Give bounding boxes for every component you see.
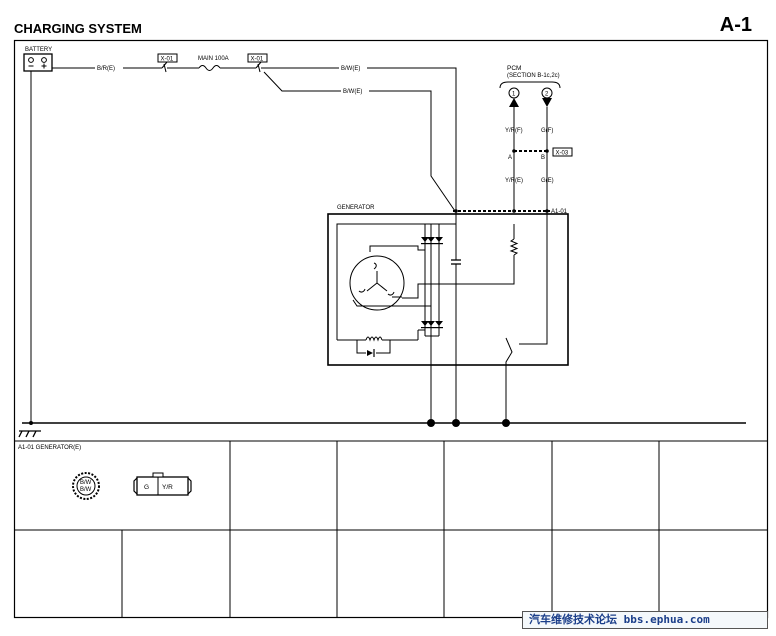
- connector-x01-left: X-01: [157, 53, 178, 73]
- resistor-icon: [509, 238, 519, 256]
- connector-x03: X-03: [552, 147, 573, 157]
- connector-table: [14, 440, 768, 617]
- wire-label-bw-1: B/W(E): [341, 66, 360, 72]
- rect-connector-pin-yr: Y/R: [162, 484, 173, 491]
- rectifier-diode-icon: [421, 237, 443, 329]
- rect-connector-pin-g: G: [144, 484, 149, 491]
- wire-label-yr-e: Y/R(E): [505, 178, 523, 184]
- fuse-label: MAIN 100A: [198, 56, 229, 62]
- svg-text:X-03: X-03: [556, 151, 569, 157]
- ground-icon: [18, 430, 41, 438]
- page-title: CHARGING SYSTEM: [14, 21, 142, 36]
- generator-box: [327, 213, 569, 366]
- round-connector-pin-bottom: B/W: [80, 487, 92, 493]
- pcm-pin-2: 2: [541, 87, 553, 107]
- pcm-pin-1: 1: [508, 87, 520, 107]
- svg-text:X-01: X-01: [251, 57, 264, 63]
- stator-icon: [349, 245, 432, 311]
- wire-label-g-e: G(E): [541, 178, 554, 184]
- connector-table-title: A1-01 GENERATOR(E): [18, 445, 81, 451]
- diagram-frame: [13, 39, 769, 619]
- connector-a101-label: A1-01: [551, 209, 568, 215]
- svg-text:2: 2: [545, 92, 549, 98]
- wire-label-bw-2: B/W(E): [343, 89, 362, 95]
- rect-connector-icon: G Y/R: [133, 472, 192, 496]
- battery-label: BATTERY: [25, 47, 52, 53]
- svg-text:X-01: X-01: [161, 57, 174, 63]
- battery-icon: [23, 53, 53, 72]
- wire-label-br: B/R(E): [97, 66, 115, 72]
- svg-text:1: 1: [512, 92, 516, 98]
- diode-small-icon: [367, 350, 373, 356]
- round-connector-icon: B/W B/W: [72, 472, 100, 500]
- generator-label: GENERATOR: [337, 205, 375, 211]
- page-code: A-1: [719, 14, 752, 36]
- capacitor-icon: [451, 259, 461, 265]
- junction-label-b: B: [541, 155, 545, 161]
- connector-x01-right: X-01: [247, 53, 268, 73]
- pcm-bracket: [499, 81, 561, 89]
- pcm-label: PCM: [507, 65, 521, 72]
- fuse-icon: [198, 65, 221, 71]
- watermark: 汽车维修技术论坛 bbs.ephua.com: [522, 611, 768, 629]
- wire-label-g-f: G(F): [541, 128, 553, 134]
- junction-label-a: A: [508, 155, 512, 161]
- pcm-section-label: (SECTION B-1c,2c): [507, 73, 560, 79]
- brush-icon: [365, 336, 383, 342]
- wire-label-yr-f: Y/R(F): [505, 128, 523, 134]
- round-connector-pin-top: B/W: [80, 480, 92, 486]
